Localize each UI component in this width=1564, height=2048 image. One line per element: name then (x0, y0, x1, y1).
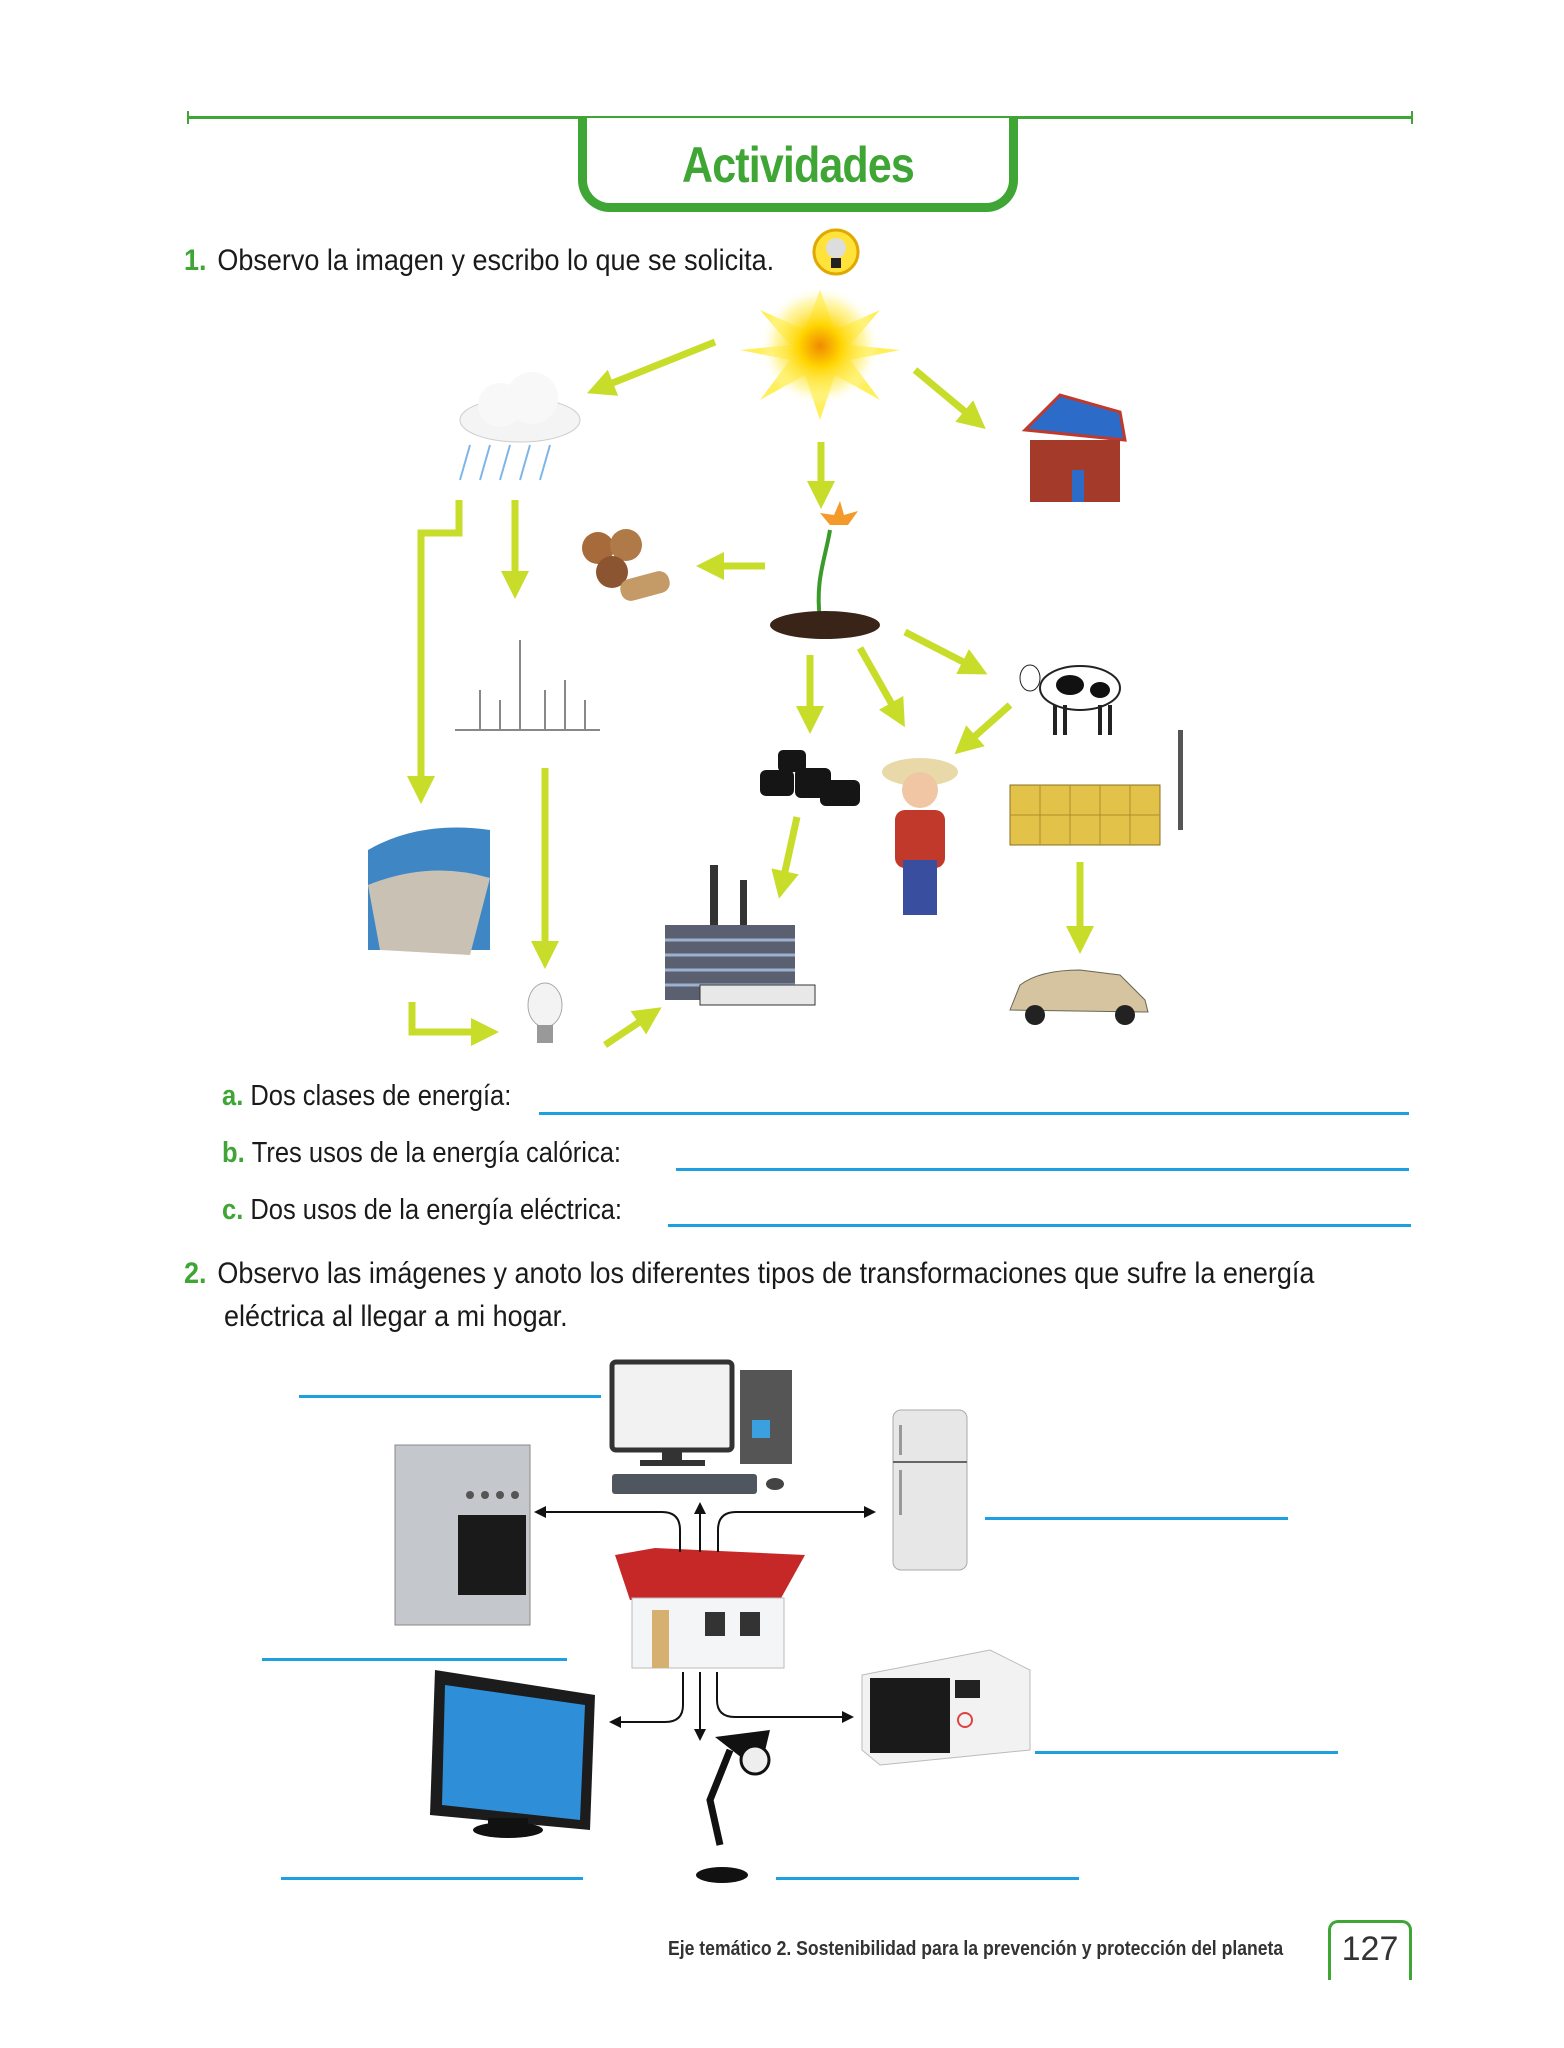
house-arrows (534, 1502, 876, 1741)
wood-logs-icon (582, 529, 670, 601)
car-icon (1009, 969, 1149, 1025)
computer-icon (609, 1359, 792, 1494)
answer-refrigerator-line[interactable] (985, 1517, 1288, 1520)
question-c-text: Dos usos de la energía eléctrica: (250, 1194, 622, 1226)
header-rule (187, 111, 1413, 124)
desk-lamp-icon (696, 1730, 771, 1883)
answer-b-line[interactable] (676, 1168, 1409, 1171)
activity-2-number: 2. (184, 1257, 207, 1290)
page-title: Actividades (682, 137, 915, 193)
hydro-dam-icon (368, 827, 490, 955)
house-icon (615, 1548, 805, 1669)
question-a-text: Dos clases de energía: (250, 1080, 512, 1112)
question-a-letter: a. (222, 1080, 244, 1112)
answer-stove-line[interactable] (262, 1658, 567, 1661)
footer-text: Eje temático 2. Sostenibilidad para la p… (668, 1938, 1284, 1960)
activity-1-number: 1. (184, 244, 207, 277)
plant-icon (770, 501, 880, 639)
title-tab (578, 118, 1018, 212)
activity-2-text-1: Observo las imágenes y anoto los diferen… (217, 1257, 1315, 1290)
question-a: a.Dos clases de energía: (222, 1080, 511, 1113)
solar-house-icon (1021, 393, 1127, 502)
answer-c-line[interactable] (668, 1224, 1411, 1227)
stove-icon (394, 1444, 531, 1626)
answer-computer-line[interactable] (299, 1395, 601, 1398)
lightbulb-icon (812, 228, 860, 276)
activity-2-prompt: 2. Observo las imágenes y anoto los difer… (184, 1257, 1327, 1291)
light-bulb-icon (527, 982, 563, 1043)
rain-cloud-icon (459, 372, 581, 481)
sun-icon (740, 286, 900, 420)
page-number-box (1328, 1920, 1412, 1980)
answer-lamp-line[interactable] (776, 1877, 1079, 1880)
answer-television-line[interactable] (281, 1877, 583, 1880)
question-c: c.Dos usos de la energía eléctrica: (222, 1194, 622, 1227)
coal-icon (760, 750, 860, 806)
activity-2-prompt-2: eléctrica al llegar a mi hogar. (224, 1300, 568, 1333)
question-b: b.Tres usos de la energía calórica: (222, 1137, 621, 1170)
question-c-letter: c. (222, 1194, 244, 1226)
factory-icon (1009, 730, 1183, 846)
cow-icon (1019, 664, 1121, 735)
activity-1-text: Observo la imagen y escribo lo que se so… (217, 244, 775, 277)
television-icon (430, 1670, 595, 1838)
refrigerator-icon (892, 1409, 968, 1571)
answer-a-line[interactable] (539, 1112, 1409, 1115)
farmer-icon (882, 758, 958, 915)
wind-turbines-icon (455, 640, 600, 731)
answer-microwave-line[interactable] (1035, 1751, 1338, 1754)
activity-1-prompt: 1. Observo la imagen y escribo lo que se … (184, 244, 774, 278)
flow-arrows (407, 338, 1094, 1048)
page-number: 127 (1341, 1930, 1399, 1968)
microwave-icon (861, 1649, 1031, 1766)
question-b-letter: b. (222, 1137, 245, 1169)
power-plant-icon (665, 865, 816, 1006)
question-b-text: Tres usos de la energía calórica: (251, 1137, 622, 1169)
